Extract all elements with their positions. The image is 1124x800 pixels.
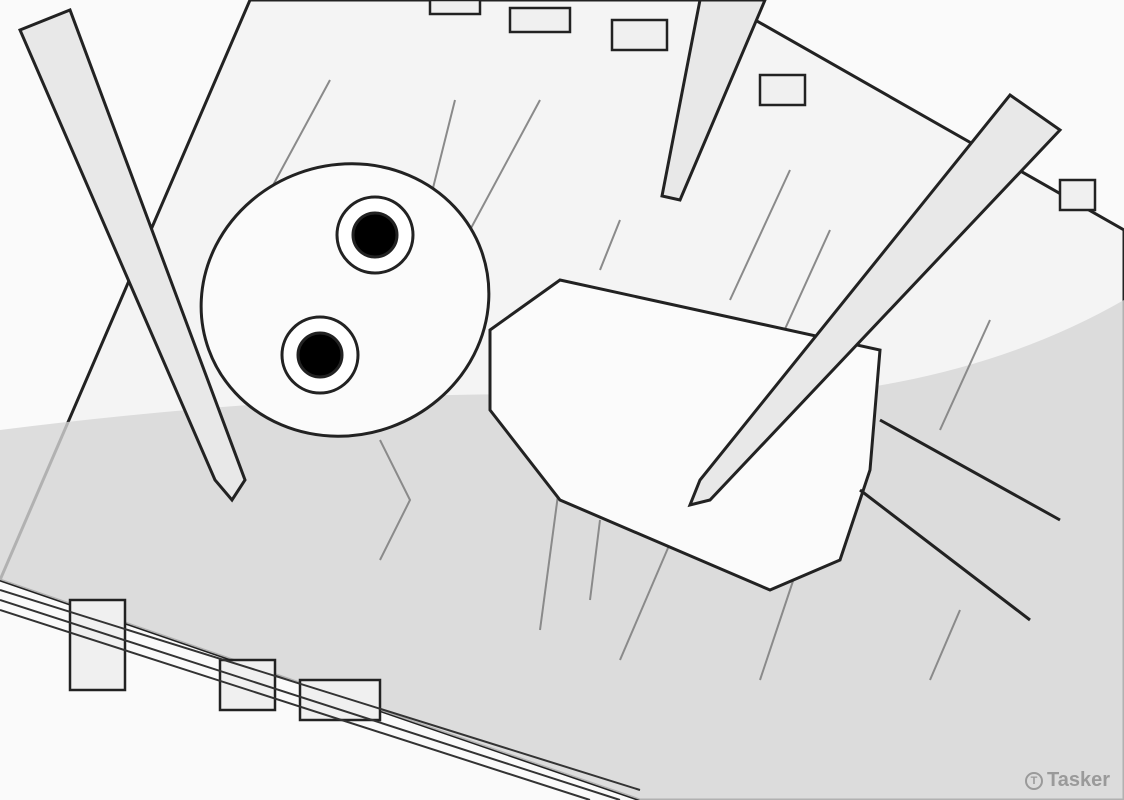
character-body (488, 278, 882, 592)
page-edges (0, 589, 641, 800)
pens (18, 0, 1063, 508)
pen-left (18, 8, 247, 503)
pen-right (687, 92, 1063, 508)
character-head (199, 162, 491, 438)
tasker-logo-icon: T (1024, 771, 1043, 790)
watermark: T Tasker (1024, 769, 1110, 792)
watermark-text: Tasker (1046, 769, 1110, 791)
pen-top (660, 0, 767, 202)
character (199, 162, 1061, 622)
